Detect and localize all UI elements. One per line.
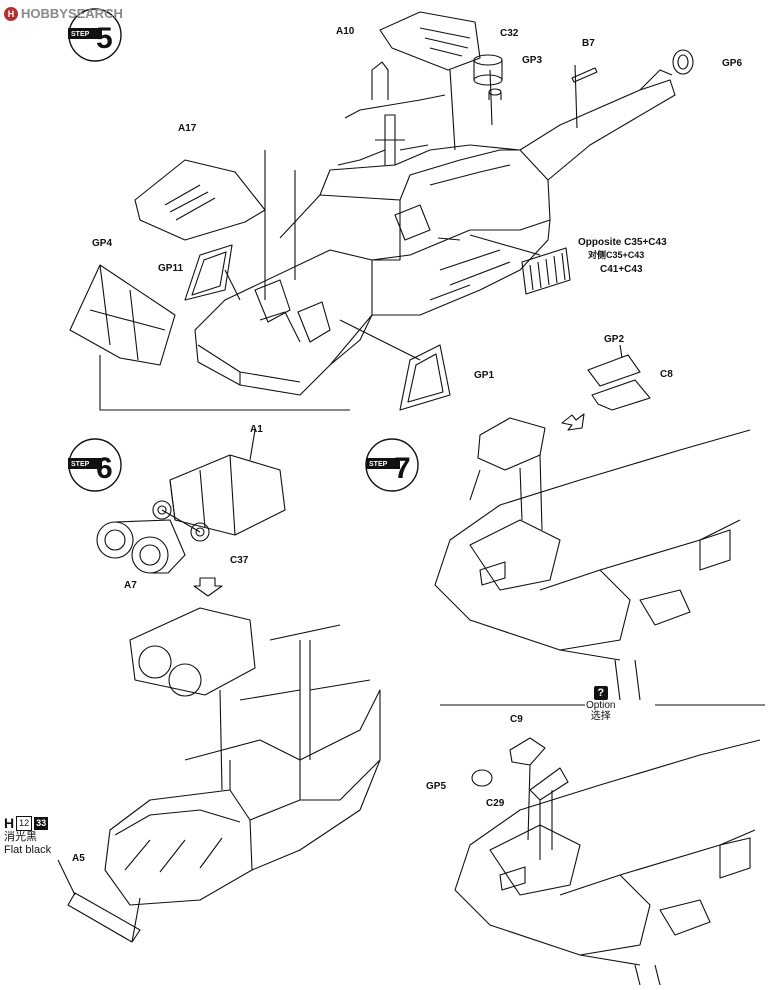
part-gp1-door-window <box>399 344 451 411</box>
label-gp6: GP6 <box>722 58 742 69</box>
label-a10: A10 <box>336 26 355 37</box>
label-a17: A17 <box>178 123 197 134</box>
watermark-text: HOBBYSEARCH <box>21 6 123 21</box>
label-gp2: GP2 <box>604 334 624 345</box>
label-c9: C9 <box>510 714 523 725</box>
label-c8: C8 <box>660 369 673 380</box>
label-a7: A7 <box>124 580 137 591</box>
part-c32 <box>473 54 503 86</box>
option-text-cn: 选择 <box>590 711 611 722</box>
option-drawing <box>440 704 765 986</box>
part-gp6 <box>672 49 694 75</box>
paint-callout: H 12 33 消光黑 Flat black <box>4 816 51 857</box>
step7-word: STEP <box>369 461 388 468</box>
label-gp4: GP4 <box>92 238 112 249</box>
paint-code-1: 12 <box>16 816 33 831</box>
label-c29: C29 <box>486 798 505 809</box>
step7-number: 7 <box>394 452 411 485</box>
step5-fuselage-drawing <box>99 61 676 411</box>
step6-marker: STEP 6 <box>68 452 113 485</box>
paint-letter: H <box>4 815 15 831</box>
part-b7 <box>571 67 598 83</box>
label-gp1: GP1 <box>474 370 494 381</box>
step6-number: 6 <box>96 452 113 485</box>
paint-name-en: Flat black <box>4 844 52 856</box>
label-c37: C37 <box>230 555 249 566</box>
option-text-en: Option <box>586 700 616 711</box>
step5-marker: STEP 5 <box>68 22 113 55</box>
step5-number: 5 <box>96 22 113 55</box>
part-gp3 <box>488 88 502 100</box>
question-icon: ? <box>593 686 608 700</box>
watermark-logo-icon: H <box>4 6 18 21</box>
step6-word: STEP <box>71 461 90 468</box>
label-c32: C32 <box>500 28 519 39</box>
step7-drawing <box>434 344 751 701</box>
label-c41: C41+C43 <box>600 264 643 275</box>
label-opposite: Opposite C35+C43 <box>578 237 667 248</box>
part-c41-grille <box>521 247 571 295</box>
part-a17-nose-cover <box>134 159 266 241</box>
part-a10-roof-panel <box>379 11 481 71</box>
watermark: H HOBBYSEARCH <box>4 6 123 21</box>
paint-code-row: H 12 33 <box>4 816 51 831</box>
step6-parts <box>96 429 286 597</box>
paint-name-cn: 消光黑 <box>4 831 37 843</box>
part-gp11-window <box>184 244 233 301</box>
label-gp3: GP3 <box>522 55 542 66</box>
step7-marker: STEP 7 <box>366 452 411 485</box>
label-a5: A5 <box>72 853 85 864</box>
label-gp11: GP11 <box>158 263 183 274</box>
part-gp4-windscreen <box>69 264 176 366</box>
label-gp5: GP5 <box>426 781 446 792</box>
label-opposite-cn: 对侧C35+C43 <box>588 249 644 260</box>
label-a1: A1 <box>250 424 263 435</box>
label-b7: B7 <box>582 38 595 49</box>
step6-assembled-drawing <box>57 607 381 943</box>
step5-word: STEP <box>71 31 90 38</box>
option-callout: ? Option 选择 <box>586 686 615 722</box>
paint-code-2: 33 <box>34 817 49 830</box>
